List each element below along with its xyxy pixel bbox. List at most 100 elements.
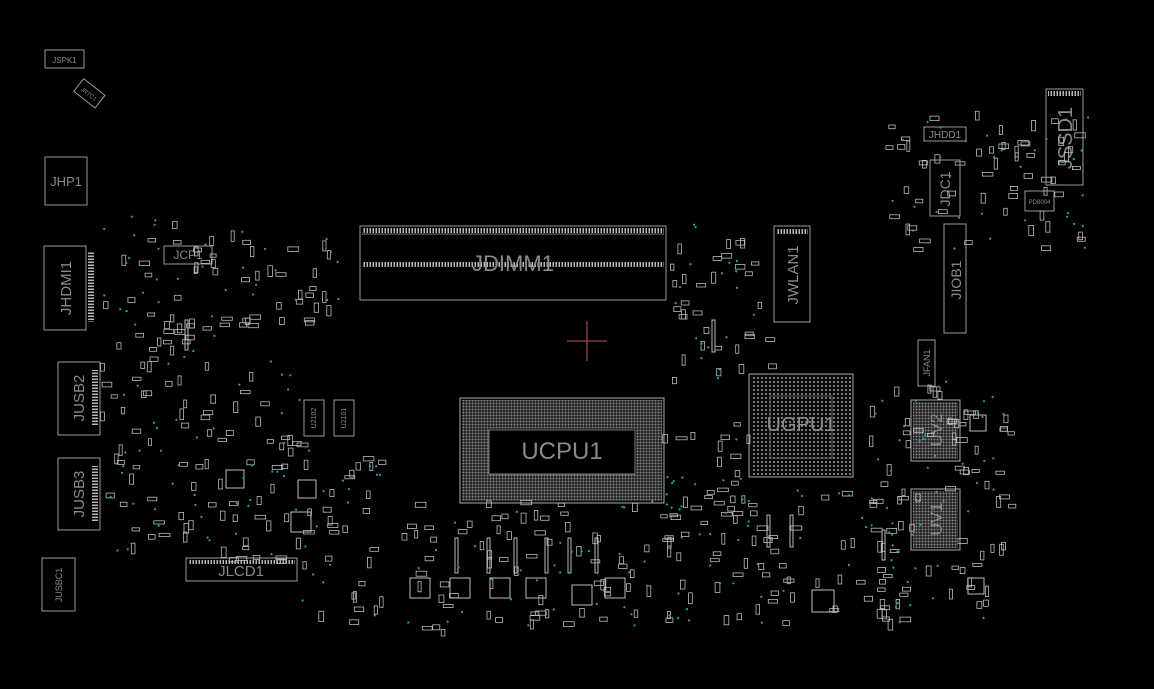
passive-outline	[974, 445, 979, 455]
slim-package	[513, 537, 518, 574]
via	[1033, 149, 1036, 152]
passive-outline	[506, 531, 512, 540]
connector-jiob1[interactable]: JIOB1	[943, 223, 967, 334]
label-jdimm1: JDIMM1	[472, 251, 554, 276]
chip-ugpu1[interactable]: UGPU1	[748, 373, 854, 478]
connector-jssd1[interactable]: JSSD1	[1045, 88, 1084, 186]
via	[281, 373, 284, 376]
via	[580, 550, 583, 553]
via	[838, 492, 841, 495]
passive-outline	[491, 515, 501, 522]
passive-outline	[717, 440, 723, 452]
passive-outline	[242, 239, 251, 245]
passive-outline	[768, 363, 777, 370]
passive-outline	[318, 610, 325, 622]
passive-outline	[667, 536, 672, 549]
passive-outline	[798, 505, 804, 516]
via	[157, 247, 160, 250]
passive-outline	[138, 260, 150, 266]
passive-outline	[143, 390, 153, 397]
passive-outline	[279, 442, 285, 451]
via	[238, 383, 241, 386]
via	[898, 621, 901, 624]
passive-outline	[499, 557, 509, 562]
passive-outline	[186, 323, 195, 329]
via	[132, 502, 135, 505]
via	[922, 437, 925, 440]
passive-outline	[998, 125, 1003, 136]
connector-jwlan1[interactable]: JWLAN1	[773, 225, 811, 323]
via	[201, 265, 204, 268]
connector-jdc1[interactable]: JDC1	[929, 159, 961, 217]
via	[981, 415, 984, 418]
chip-uv2[interactable]: UV2	[910, 399, 961, 462]
via	[665, 493, 668, 496]
passive-outline	[378, 459, 387, 465]
connector-jusbc1[interactable]: JUSBC1	[41, 557, 76, 612]
chip-uv1[interactable]: UV1	[910, 488, 961, 551]
via	[280, 412, 283, 415]
connector-jusb2[interactable]: JUSB2	[57, 361, 101, 436]
via	[341, 479, 344, 482]
via	[138, 449, 141, 452]
connector-jspk1[interactable]: JSPK1	[44, 49, 85, 69]
via	[294, 298, 297, 301]
passive-outline	[284, 513, 290, 523]
connector-jfan1[interactable]: JFAN1	[917, 339, 936, 387]
via	[668, 614, 671, 617]
connector-jhdmi1[interactable]: JHDMI1	[43, 245, 94, 331]
chip-pd8004[interactable]: PD8004	[1024, 190, 1055, 212]
passive-outline	[790, 592, 795, 603]
connector-jhdd1[interactable]: JHDD1	[923, 126, 967, 142]
via	[378, 473, 381, 476]
connector-jcp1[interactable]: JCP1	[163, 245, 213, 265]
via	[708, 564, 712, 567]
passive-outline	[984, 480, 990, 490]
square-package	[409, 577, 431, 599]
passive-outline	[1045, 221, 1051, 233]
passive-outline	[173, 294, 182, 301]
passive-outline	[279, 317, 285, 326]
label-uv1: UV1	[927, 502, 946, 535]
passive-outline	[755, 604, 760, 615]
connector-jhp1[interactable]: JHP1	[44, 156, 88, 206]
connector-jusb3[interactable]: JUSB3	[57, 457, 101, 531]
passive-outline	[673, 306, 682, 313]
via	[177, 464, 180, 467]
via	[957, 216, 961, 219]
via	[674, 302, 677, 305]
passive-outline	[746, 434, 751, 444]
passive-outline	[100, 411, 105, 422]
via	[760, 595, 763, 599]
passive-outline	[672, 376, 678, 385]
via	[175, 418, 178, 421]
via	[935, 210, 938, 213]
passive-outline	[730, 453, 742, 459]
via	[453, 521, 457, 524]
passive-outline	[721, 512, 733, 517]
label-jcp1: JCP1	[173, 248, 203, 262]
passive-outline	[662, 434, 669, 444]
passive-outline	[1072, 165, 1081, 170]
via	[1066, 215, 1069, 218]
connector-jlcd1[interactable]: JLCD1	[185, 557, 298, 582]
slim-package	[486, 537, 491, 574]
chip-u2101[interactable]: U2101	[333, 399, 355, 437]
via	[671, 482, 674, 485]
chip-u2102[interactable]: U2102	[303, 399, 325, 437]
via	[735, 270, 738, 273]
passive-outline	[344, 475, 356, 480]
via	[993, 156, 996, 159]
chip-ucpu1[interactable]: UCPU1	[459, 397, 665, 504]
connector-jrtc1[interactable]: JRTC1	[73, 77, 106, 109]
connector-jdimm1[interactable]: JDIMM1	[359, 225, 667, 301]
via	[881, 399, 884, 402]
passive-outline	[951, 438, 957, 446]
passive-outline	[287, 434, 293, 446]
passive-outline	[432, 624, 441, 631]
slim-package	[184, 319, 189, 351]
via	[747, 520, 750, 523]
via	[122, 393, 125, 396]
passive-outline	[732, 511, 744, 516]
